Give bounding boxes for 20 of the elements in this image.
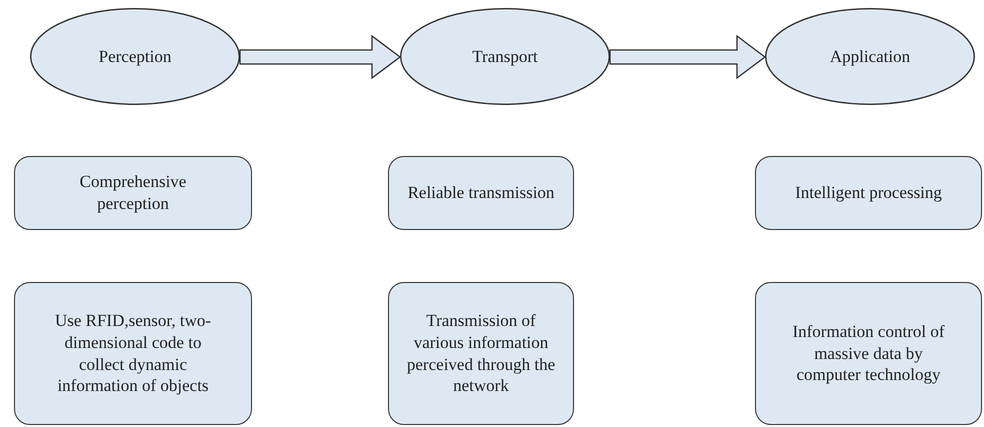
layer-ellipse [30, 8, 240, 105]
node-label: Application [830, 46, 910, 68]
node-label: Transmission of various information perceived through the network [406, 310, 556, 397]
layer-ellipse [765, 8, 975, 105]
rounded-box [388, 156, 574, 230]
node-label: Reliable transmission [408, 182, 554, 204]
block-arrow [239, 34, 402, 80]
layer-ellipse [400, 8, 610, 105]
rounded-box [14, 156, 252, 230]
block-arrow [609, 34, 766, 80]
rounded-box [755, 282, 982, 425]
node-label: Use RFID,sensor, two-dimensional code to collect dynamic information of objects [54, 310, 212, 397]
rounded-box [755, 156, 982, 230]
node-label: Information control of massive data by computer technology [791, 320, 946, 386]
node-label: Transport [472, 46, 538, 68]
node-label: Perception [98, 46, 172, 68]
rounded-box [388, 282, 574, 425]
node-label: Intelligent processing [795, 182, 942, 204]
node-label: Comprehensive perception [78, 171, 188, 215]
rounded-box [14, 282, 252, 425]
